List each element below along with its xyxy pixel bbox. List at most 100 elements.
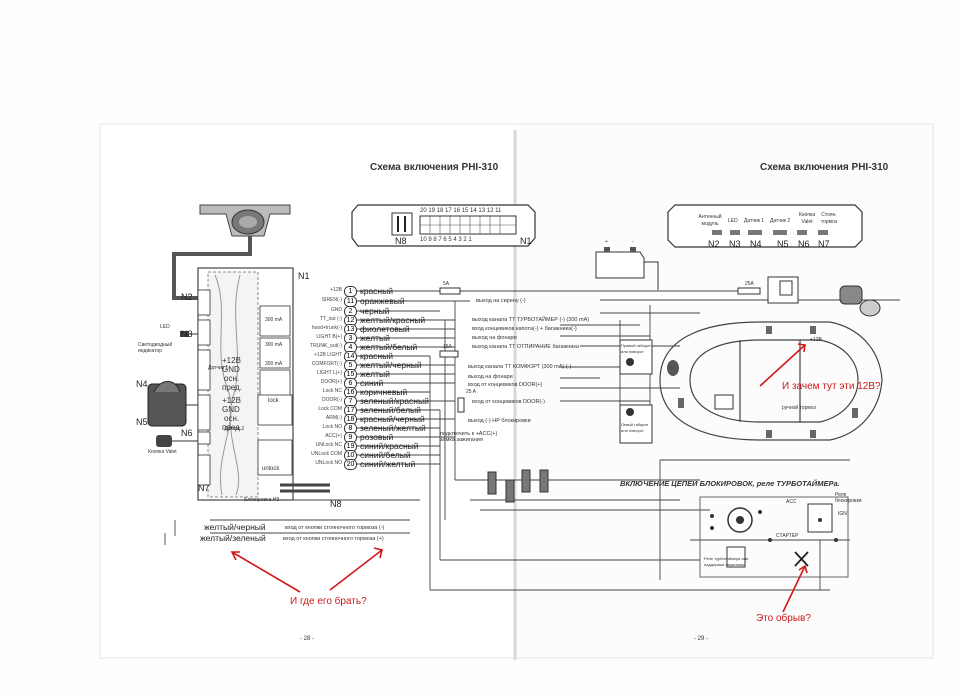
block-gnd-1: GND: [222, 365, 240, 374]
relay-lock: lock: [268, 398, 279, 404]
wire-desc: выход на сирену (-): [476, 298, 526, 304]
wire-number: 20: [344, 459, 357, 470]
led-indicator-label: Светодиодный индикатор: [138, 342, 173, 354]
bottom-wire-desc: вход от кнопки стояночного тормоза (+): [283, 536, 384, 542]
wire-desc: выход канала TT ТУРБОТАЙМЕР (-) (300 mA): [472, 317, 590, 323]
connector-pins-lower: 10 9 8 7 6 5 4 3 2 1: [420, 237, 472, 243]
pin-label: +12В LIGHT: [314, 352, 342, 358]
wire-desc: вход от концевиков DOOR(+): [468, 382, 543, 388]
blocker-label: Блокировка НЗ: [244, 497, 280, 503]
n1-label: N1: [298, 271, 310, 281]
wire-desc: подключить к +ACC(+) замка зажигания: [440, 431, 498, 443]
block-pred-1: пред.: [222, 383, 242, 392]
n4-label: N4: [136, 379, 148, 389]
conn-pin-n5: N5: [777, 239, 789, 249]
conn-label-sensor2: Датчик 2: [770, 218, 791, 224]
conn-pin-n4: N4: [750, 239, 762, 249]
relay-300ma-3: 300 mA: [265, 361, 283, 367]
wire-color: фиолетовый: [360, 324, 410, 334]
wire-color: красный: [360, 351, 393, 361]
pin-label: COMFORT(-): [311, 361, 342, 367]
conn-label-antenna: Антенный модуль: [698, 214, 722, 227]
block-plus12-2: +12В: [222, 396, 241, 405]
right-switch-label: Правый габарит или поворот: [621, 343, 651, 354]
annotation-arrows: [230, 343, 808, 613]
led-label: LED: [160, 324, 170, 330]
pin-label: ACC(+): [325, 433, 342, 439]
led-indicator: [180, 331, 189, 337]
wire-color: черный: [360, 306, 390, 316]
valet-label: Кнопка Valet: [148, 449, 177, 455]
wire-color: красный/черный: [360, 414, 425, 424]
valet-button: [156, 435, 172, 447]
conn-pin-n7: N7: [818, 239, 830, 249]
wire-color: зеленый/красный: [360, 396, 429, 406]
bottom-wire-desc: вход от кнопки стояночного тормоза (-): [285, 525, 385, 531]
right-title: Схема включения PHI-310: [760, 162, 889, 173]
pin-label: +12В: [330, 287, 342, 293]
wire-color: желтый/черный: [360, 360, 422, 370]
block-osn-1: осн.: [224, 374, 240, 383]
conn-label-sensor1: Датчик 1: [744, 218, 765, 224]
starter-label: СТАРТЕР: [776, 533, 799, 539]
relay-300ma-2: 300 mA: [265, 342, 283, 348]
wire-color: желтый/белый: [360, 342, 418, 352]
wire-color: желтый/красный: [360, 315, 426, 325]
conn-label-valet: Кнопка Valet: [798, 212, 816, 225]
sensor1-label: Датчик 1: [208, 365, 229, 371]
relay-turbo-label: Реле турботаймера или поддержки зажигани…: [704, 556, 749, 567]
conn-label-led: LED: [728, 218, 738, 224]
relay-unlock: unlock: [262, 466, 280, 472]
pin-label: UNLock NO: [315, 460, 342, 466]
wire-desc: вход от концевиков DOOR(-): [472, 399, 545, 405]
wire-desc: выход (-) НР блокировки: [468, 418, 531, 424]
pin-label: UNLock COM: [311, 451, 342, 457]
left-switch-label: Левый габарит или поворот: [621, 422, 649, 433]
wire-color: зеленый/белый: [360, 405, 421, 415]
annotation-break: Это обрыв?: [756, 613, 811, 624]
pin-label: Lock NO: [322, 424, 342, 430]
wire-desc: выход канала TT КОМФОРТ (300 mA) (-): [468, 364, 572, 370]
block-plus12-1: +12В: [222, 356, 241, 365]
wire-color: красный: [360, 286, 393, 296]
fuse-25a-mid: 25 A: [466, 389, 477, 395]
n8-label: N8: [330, 499, 342, 509]
connector-n1-label: N1: [520, 236, 532, 246]
conn-label-handbrake: Стоян. тормоз: [820, 212, 838, 225]
wire-color: желтый: [360, 369, 390, 379]
wire-color: синий: [360, 378, 384, 388]
fuse-25a-right: 25A: [745, 281, 754, 287]
pin-label: GND: [330, 307, 342, 313]
wire-desc: выход на фонари: [468, 374, 513, 380]
wire-color: оранжевый: [360, 296, 405, 306]
block-osn-2: осн.: [224, 414, 240, 423]
annotation-why-12v: И зачем тут эти 12В?: [782, 381, 881, 392]
wire-color: синий/желтый: [360, 459, 416, 469]
handbrake-label: ручной тормоз: [782, 405, 816, 411]
wire-color: синий/красный: [360, 441, 419, 451]
bottom-wire-color: желтый/черный: [204, 522, 266, 532]
pin-label: TT_out (-): [319, 316, 342, 322]
n2-label: N2: [181, 292, 193, 302]
block-pred-2: пред.: [222, 423, 242, 432]
n3-label: N3: [181, 329, 193, 339]
pin-label: LIGHT B(+): [316, 334, 342, 340]
ign-label: IGN: [838, 511, 847, 517]
wire-desc: вход концевиков капота(-) + багажника(-): [472, 326, 577, 332]
right-page-number: - 29 -: [694, 636, 709, 642]
n6-label: N6: [181, 428, 193, 438]
pin-label: DOOR(-): [322, 397, 342, 403]
fuse-5a: 5A: [443, 281, 450, 287]
annotation-where: И где его брать?: [290, 596, 367, 607]
pin-label: hood+trunk(-): [311, 325, 342, 331]
conn-pin-n3: N3: [729, 239, 741, 249]
blocking-title: ВКЛЮЧЕНИЕ ЦЕПЕЙ БЛОКИРОВОК, реле ТУРБОТА…: [620, 479, 840, 488]
wires: [164, 290, 900, 591]
block-gnd-2: GND: [222, 405, 240, 414]
wire-color: розовый: [360, 432, 394, 442]
plus12-label: +12В: [810, 337, 822, 343]
wire-desc: выход на фонари: [472, 335, 517, 341]
pin-label: LIGHT L(+): [316, 370, 342, 376]
pin-label: UNLock NC: [315, 442, 342, 448]
